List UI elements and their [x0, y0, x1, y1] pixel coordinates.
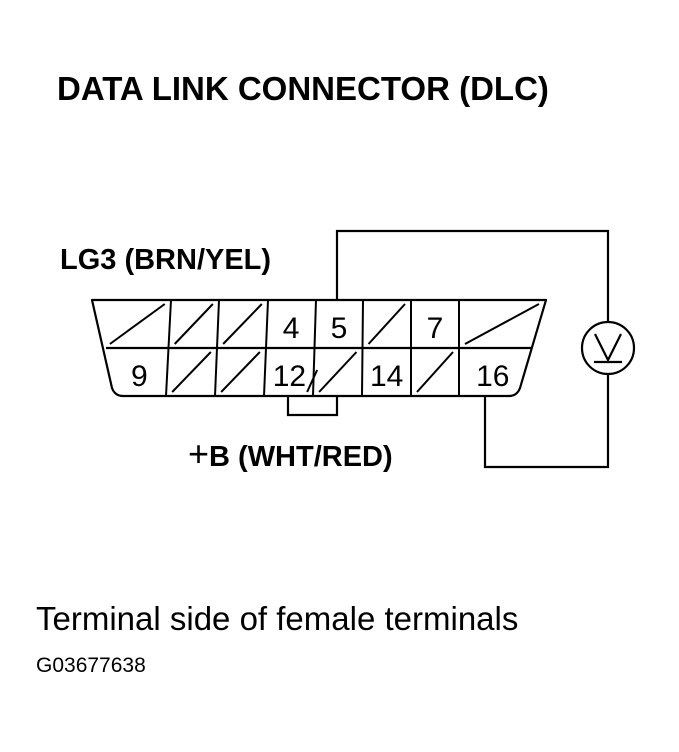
connector-outline — [90, 298, 548, 398]
voltmeter-icon — [580, 320, 636, 376]
figure-id: G03677638 — [36, 654, 146, 677]
lg3-wire-label: LG3 (BRN/YEL) — [60, 244, 272, 276]
empty-cavity-slash — [173, 303, 214, 345]
cell-divider — [263, 299, 269, 397]
caption: Terminal side of female terminals — [36, 600, 519, 637]
cell-divider — [214, 299, 220, 397]
cell-divider — [361, 299, 364, 397]
connector-key-tab — [286, 396, 339, 417]
pin-number-5: 5 — [331, 312, 348, 345]
empty-cavity-slash — [220, 351, 261, 393]
empty-cavity-slash — [306, 369, 319, 393]
b-plus-text: B (WHT/RED) — [209, 441, 393, 473]
pin-number-16: 16 — [476, 360, 509, 393]
empty-cavity-slash — [464, 303, 540, 345]
pin-number-12: 12 — [273, 360, 306, 393]
empty-cavity-slash — [171, 351, 212, 393]
b-plus-wire-label: +B (WHT/RED) — [188, 433, 393, 475]
wire-lg3 — [335, 229, 610, 322]
empty-cavity-slash — [222, 303, 263, 345]
plus-symbol: + — [188, 433, 210, 474]
empty-cavity-slash — [416, 351, 454, 393]
empty-cavity-slash — [367, 303, 406, 345]
wire-b-plus — [483, 374, 610, 469]
voltmeter-v-glyph — [594, 333, 622, 363]
empty-cavity-slash — [109, 303, 166, 345]
cell-divider — [165, 299, 172, 397]
diagram-title: DATA LINK CONNECTOR (DLC) — [57, 70, 549, 107]
pin-number-4: 4 — [283, 312, 300, 345]
pin-number-9: 9 — [131, 360, 148, 393]
pin-number-7: 7 — [427, 312, 444, 345]
empty-cavity-slash — [318, 351, 358, 393]
pin-number-14: 14 — [370, 360, 403, 393]
